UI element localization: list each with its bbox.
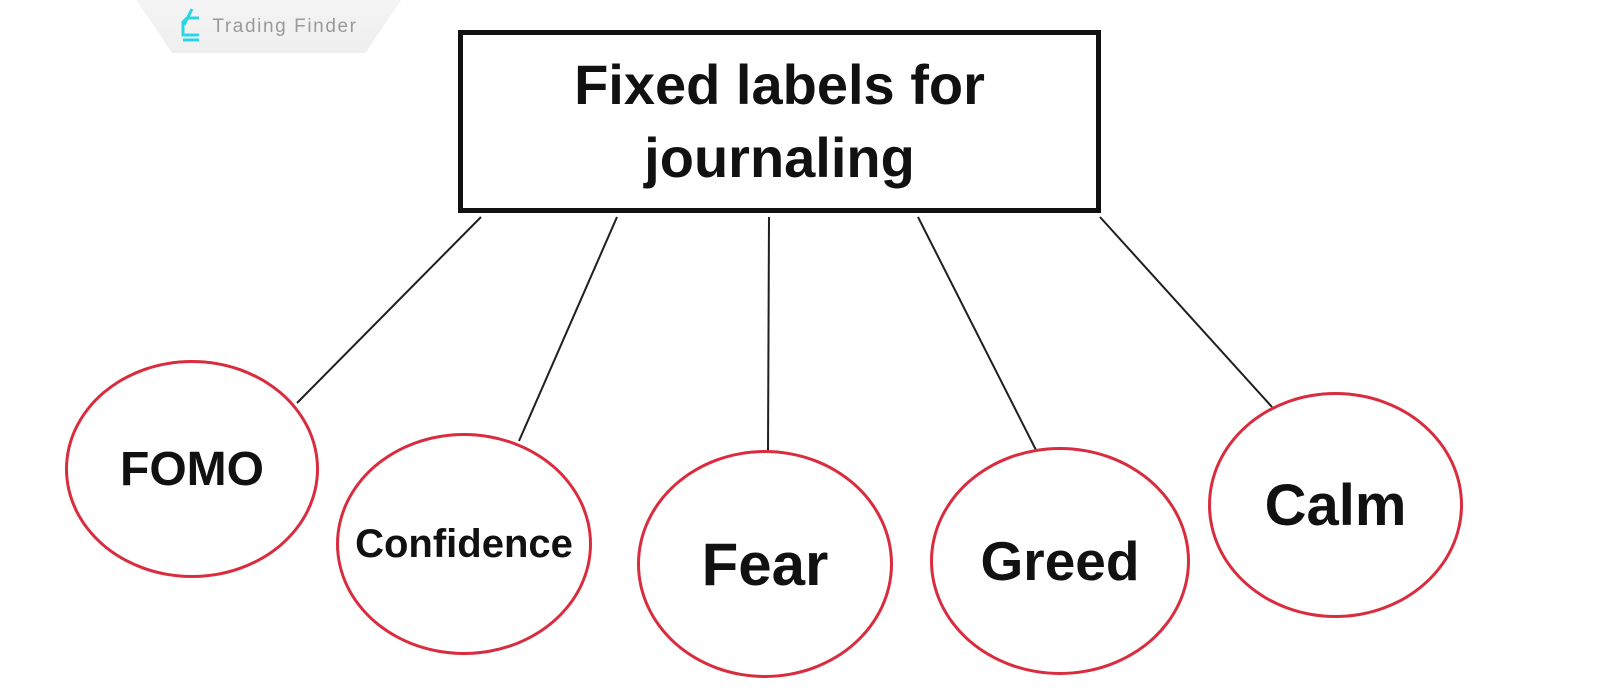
trading-finder-logo-icon — [181, 7, 200, 41]
connector-title-to-confidence — [518, 216, 618, 442]
node-greed-label: Greed — [980, 530, 1140, 592]
node-fomo: FOMO — [65, 360, 319, 578]
node-calm-label: Calm — [1264, 472, 1407, 538]
node-fear-label: Fear — [701, 530, 829, 598]
connector-title-to-fomo — [296, 216, 482, 404]
node-fear: Fear — [637, 450, 893, 678]
title-box: Fixed labels for journaling — [458, 30, 1101, 213]
node-calm: Calm — [1208, 392, 1463, 618]
connector-title-to-greed — [917, 216, 1038, 453]
trading-finder-brand-text: Trading Finder — [212, 15, 358, 37]
diagram-title: Fixed labels for journaling — [574, 52, 985, 189]
trading-finder-badge: Trading Finder — [136, 0, 402, 53]
node-confidence-label: Confidence — [355, 521, 573, 566]
connector-title-to-calm — [1099, 216, 1273, 408]
connector-title-to-fear — [767, 216, 770, 453]
node-fomo-label: FOMO — [120, 442, 264, 496]
node-greed: Greed — [930, 447, 1190, 675]
node-confidence: Confidence — [336, 433, 592, 655]
